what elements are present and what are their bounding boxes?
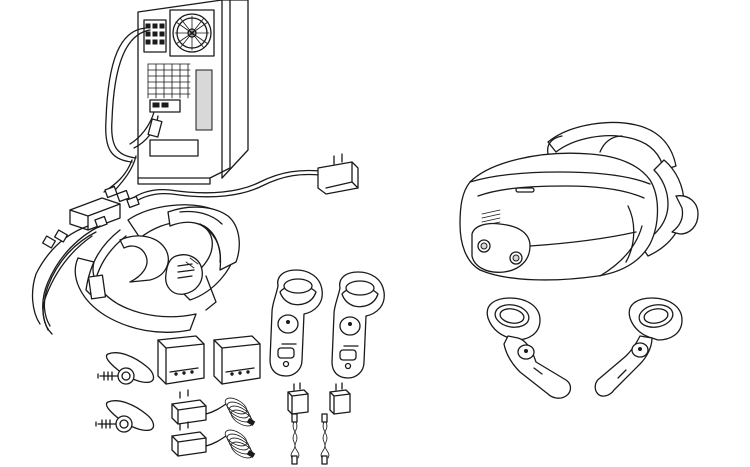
controller-left <box>269 269 323 377</box>
controller-charger-2 <box>329 382 351 415</box>
power-adapter-base-station-2 <box>171 421 256 459</box>
usb-cable-2 <box>320 413 330 465</box>
controller-right <box>331 271 385 379</box>
tethered-headset <box>31 204 240 335</box>
standalone-controller-left <box>486 297 572 399</box>
pc-tower <box>137 0 249 185</box>
link-box <box>69 185 140 231</box>
standalone-controller-right <box>594 297 683 397</box>
base-station-left <box>157 335 205 385</box>
mounting-kit-top <box>97 352 155 385</box>
mounting-kit-bottom <box>95 400 155 433</box>
power-adapter-base-station-1 <box>171 389 256 427</box>
power-adapter-link-box <box>317 153 359 195</box>
controller-charger-1 <box>287 382 309 415</box>
usb-cable-1 <box>290 413 300 465</box>
pc-cables <box>103 27 331 205</box>
base-station-right <box>213 335 261 385</box>
standalone-headset <box>459 121 699 281</box>
